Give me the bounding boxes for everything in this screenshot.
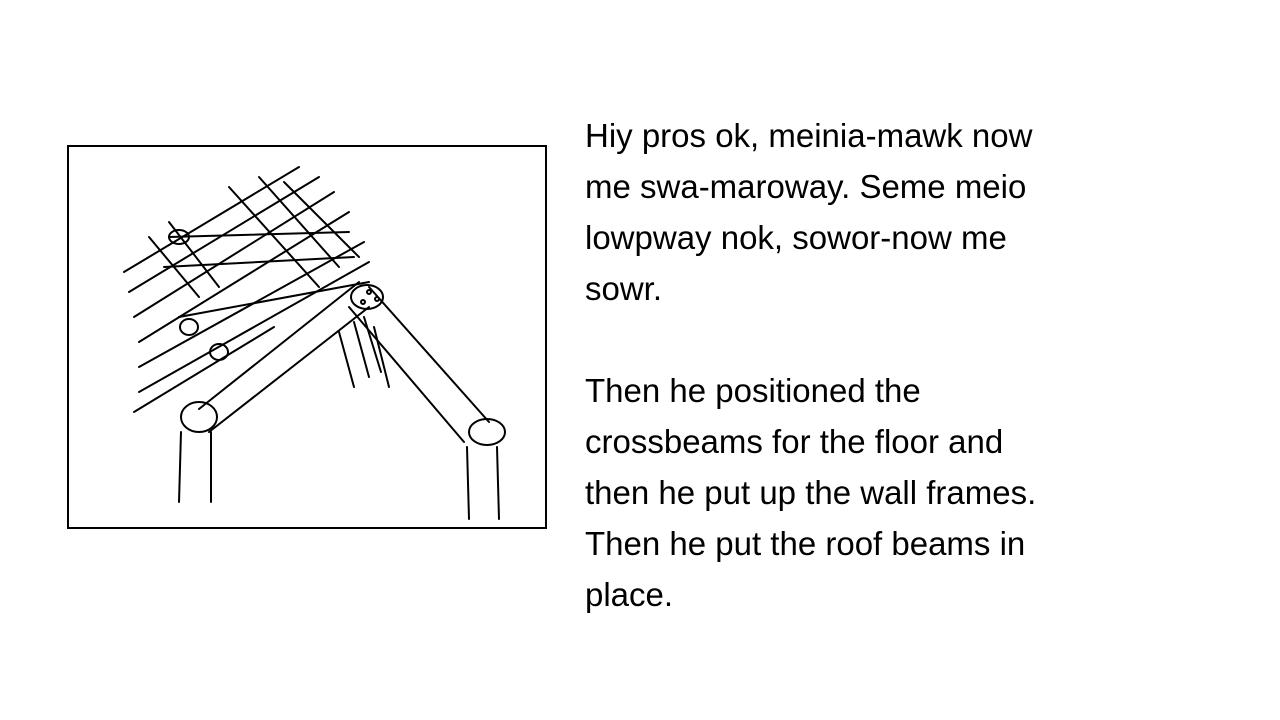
house-frame-sketch — [123, 166, 506, 520]
text-line: crossbeams for the floor and — [585, 423, 1004, 460]
vernacular-paragraph: Hiy pros ok, meinia-mawk now me swa-maro… — [585, 110, 1245, 314]
text-line: Then he positioned the — [585, 372, 921, 409]
text-line: place. — [585, 576, 674, 613]
slide-text: Hiy pros ok, meinia-mawk now me swa-maro… — [585, 110, 1245, 671]
text-line: sowr. — [585, 270, 663, 307]
english-paragraph: Then he positioned the crossbeams for th… — [585, 365, 1245, 620]
text-line: Then he put the roof beams in — [585, 525, 1026, 562]
text-line: then he put up the wall frames. — [585, 474, 1037, 511]
text-line: lowpway nok, sowor-now me — [585, 219, 1007, 256]
text-line: me swa-maroway. Seme meio — [585, 168, 1027, 205]
house-frame-illustration — [67, 145, 547, 529]
text-line: Hiy pros ok, meinia-mawk now — [585, 117, 1033, 154]
